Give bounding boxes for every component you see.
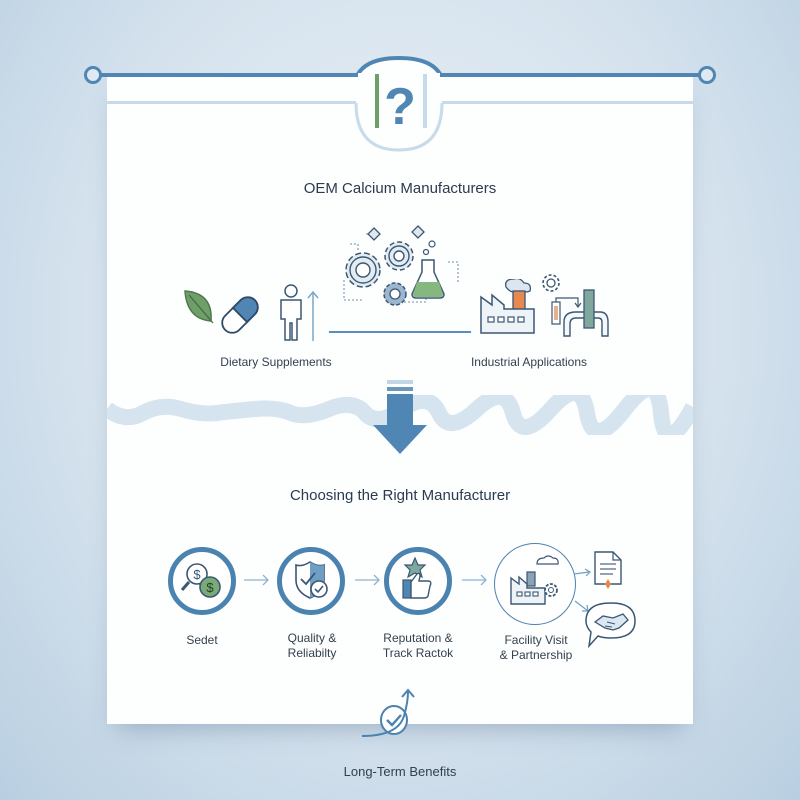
factory-visit-icon: [510, 555, 559, 605]
step-reputation[interactable]: [384, 547, 452, 615]
pipe-icon: [551, 289, 609, 337]
step-select[interactable]: $ $: [168, 547, 236, 615]
svg-text:?: ?: [384, 78, 416, 136]
leaf-icon: [184, 290, 214, 324]
step-label-select: Sedet: [186, 633, 218, 647]
flask-icon: [411, 240, 445, 299]
capsule-icon: [221, 296, 259, 334]
question-mark-icon: ?: [344, 56, 454, 152]
arrow-right-icon: [244, 574, 269, 586]
shield-check-icon: [295, 561, 328, 599]
step-label-facility-visit: Facility Visit & Partnership: [499, 633, 573, 662]
rod-end-right: [698, 66, 716, 84]
gears-icon: [343, 225, 459, 306]
svg-text:$: $: [206, 580, 214, 595]
arrow-to-document-icon: [574, 568, 591, 577]
label-long-term-benefits: Long-Term Benefits: [343, 764, 457, 779]
handshake-icon: [585, 602, 636, 648]
step-quality[interactable]: [277, 547, 345, 615]
connector-line: [329, 331, 471, 333]
down-arrow-icon: [373, 380, 427, 454]
contract-document-icon: [594, 551, 622, 589]
search-dollar-icon: $ $: [180, 563, 221, 598]
step-label-quality: Quality & Reliabilty: [287, 631, 337, 660]
growth-arrow-icon: [307, 290, 319, 341]
svg-text:$: $: [193, 567, 201, 582]
rod-end-left: [84, 66, 102, 84]
arrow-right-icon: [355, 574, 380, 586]
section-title-oem: OEM Calcium Manufacturers: [303, 180, 497, 197]
person-icon: [280, 284, 302, 341]
thumbs-up-star-icon: [402, 556, 432, 599]
step-label-reputation: Reputation & Track Ractok: [382, 631, 454, 660]
arrow-right-icon: [462, 574, 487, 586]
gear-icon: [542, 274, 560, 292]
step-facility-visit[interactable]: [494, 543, 576, 625]
check-growth-icon: [361, 688, 415, 737]
question-badge: ?: [344, 56, 454, 152]
label-dietary-supplements: Dietary Supplements: [220, 355, 332, 369]
label-industrial-applications: Industrial Applications: [470, 355, 588, 369]
factory-icon: [480, 279, 535, 334]
section-title-choosing: Choosing the Right Manufacturer: [289, 487, 511, 504]
